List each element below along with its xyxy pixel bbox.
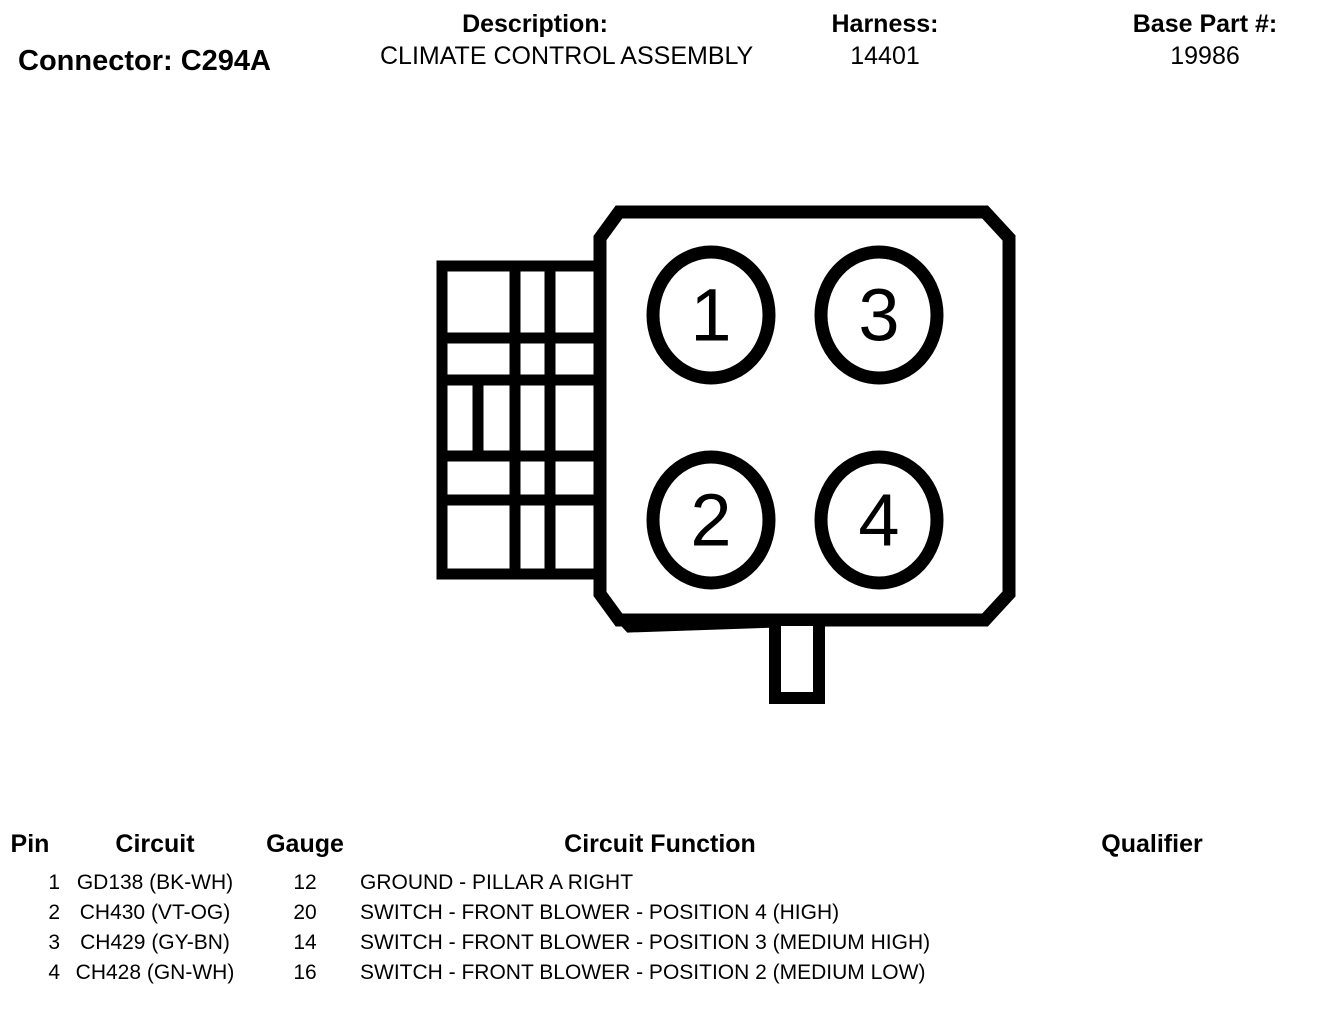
cell-gauge: 20	[293, 901, 317, 924]
harness-block: Harness: 14401	[760, 8, 1010, 72]
cell-pin: 2	[48, 901, 60, 924]
pin-cavity-4-label: 4	[858, 479, 899, 562]
pin-cavity-2-label: 2	[690, 479, 731, 562]
table-row: 1 GD138 (BK-WH) 12 GROUND - PILLAR A RIG…	[0, 868, 1344, 898]
cell-qualifier	[960, 928, 1344, 958]
cell-circuit: CH430 (VT-OG)	[79, 901, 231, 924]
cell-pin: 4	[48, 961, 60, 984]
pin-table: Pin Circuit Gauge Circuit Function Quali…	[0, 830, 1344, 988]
base-part-block: Base Part #: 19986	[1080, 8, 1330, 72]
pin-cavity-2: 2	[646, 450, 776, 590]
table-row: 2 CH430 (VT-OG) 20 SWITCH - FRONT BLOWER…	[0, 898, 1344, 928]
cell-gauge: 16	[293, 961, 317, 984]
header-pin: Pin	[10, 830, 50, 858]
cell-pin: 1	[48, 871, 60, 894]
page-header: Connector: C294A Description: CLIMATE CO…	[0, 0, 1344, 125]
cell-circuit: CH429 (GY-BN)	[80, 931, 230, 954]
cell-function: GROUND - PILLAR A RIGHT	[360, 871, 634, 894]
cell-gauge: 14	[293, 931, 317, 954]
cell-circuit: GD138 (BK-WH)	[76, 871, 234, 894]
description-block: Description: CLIMATE CONTROL ASSEMBLY	[380, 8, 754, 72]
description-value: CLIMATE CONTROL ASSEMBLY	[380, 42, 754, 70]
cell-gauge: 12	[293, 871, 317, 894]
pin-cavity-1: 1	[646, 245, 776, 385]
table-row: 4 CH428 (GN-WH) 16 SWITCH - FRONT BLOWER…	[0, 958, 1344, 988]
pin-cavity-3-label: 3	[858, 274, 899, 357]
header-function: Circuit Function	[564, 830, 756, 858]
pin-cavity-1-label: 1	[690, 274, 731, 357]
table-header-row: Pin Circuit Gauge Circuit Function Quali…	[0, 830, 1344, 868]
connector-diagram: 1 3 2 4	[420, 190, 1040, 720]
connector-lock-tab	[769, 614, 825, 704]
cell-function: SWITCH - FRONT BLOWER - POSITION 4 (HIGH…	[360, 901, 840, 924]
harness-value: 14401	[850, 42, 920, 70]
pin-cavity-4: 4	[814, 450, 944, 590]
cell-function: SWITCH - FRONT BLOWER - POSITION 2 (MEDI…	[360, 961, 926, 984]
pin-cavity-3: 3	[814, 245, 944, 385]
cell-circuit: CH428 (GN-WH)	[75, 961, 235, 984]
header-circuit: Circuit	[115, 830, 195, 858]
pin-table-container: Pin Circuit Gauge Circuit Function Quali…	[0, 830, 1344, 988]
base-part-value: 19986	[1170, 42, 1240, 70]
header-qualifier: Qualifier	[1101, 830, 1203, 858]
base-part-label: Base Part #:	[1132, 10, 1278, 38]
harness-label: Harness:	[831, 10, 939, 38]
connector-id-block: Connector: C294A	[18, 42, 378, 80]
header-gauge: Gauge	[266, 830, 344, 858]
cell-function: SWITCH - FRONT BLOWER - POSITION 3 (MEDI…	[360, 931, 931, 954]
description-label: Description:	[462, 10, 608, 38]
cell-pin: 3	[48, 931, 60, 954]
cell-qualifier	[960, 958, 1344, 988]
cell-qualifier	[960, 868, 1344, 898]
cell-qualifier	[960, 898, 1344, 928]
connector-id-label: Connector: C294A	[18, 45, 271, 77]
connector-side-grid	[436, 260, 606, 580]
table-row: 3 CH429 (GY-BN) 14 SWITCH - FRONT BLOWER…	[0, 928, 1344, 958]
